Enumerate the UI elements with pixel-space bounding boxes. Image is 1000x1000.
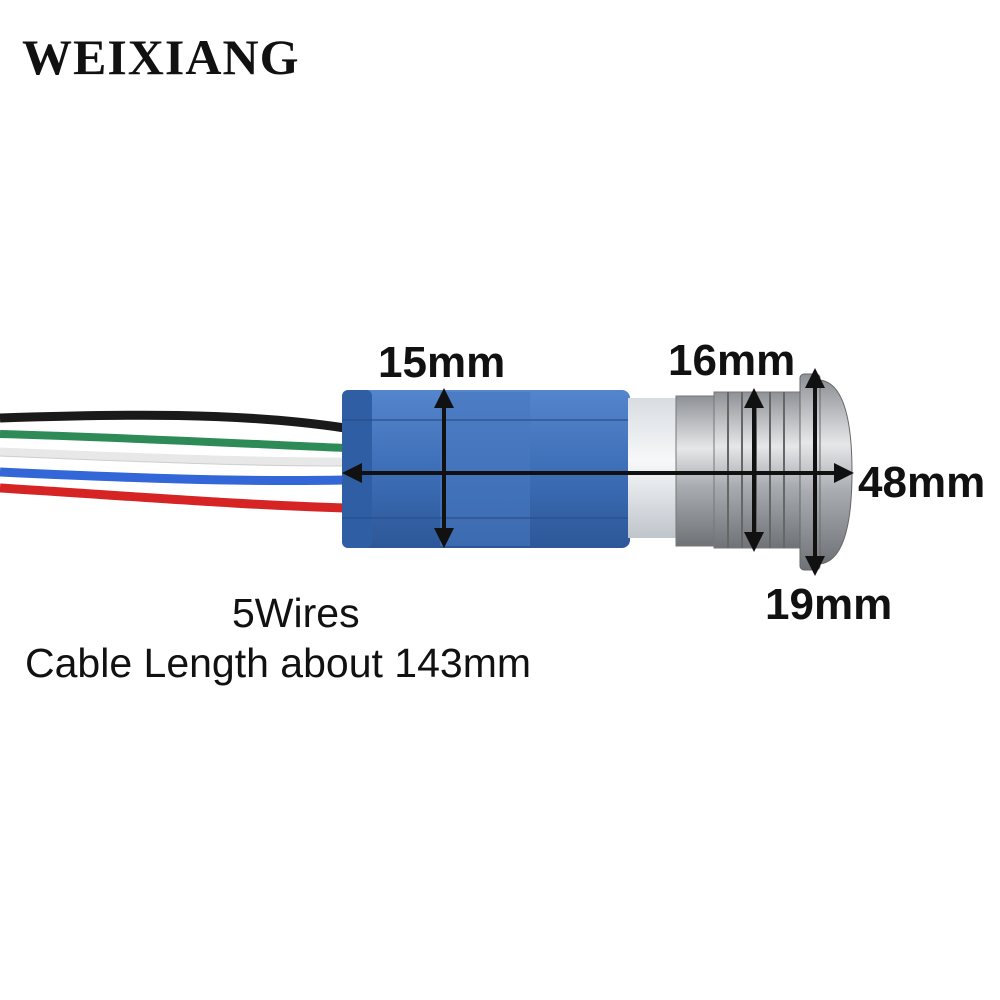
connector-height-label: 15mm bbox=[378, 338, 506, 387]
wire-count-label: 5Wires bbox=[232, 590, 360, 636]
brand-logo: WEIXIANG bbox=[22, 29, 300, 85]
threaded-body bbox=[713, 391, 803, 549]
blue-connector bbox=[342, 390, 630, 548]
wire-green bbox=[0, 430, 346, 452]
cable-length-label: Cable Length about 143mm bbox=[25, 640, 532, 686]
wire-blue bbox=[0, 467, 346, 486]
wires bbox=[0, 410, 346, 513]
total-length-label: 48mm bbox=[858, 458, 986, 507]
wire-black bbox=[0, 410, 346, 433]
wire-white bbox=[0, 447, 346, 467]
wire-white-edge bbox=[0, 455, 346, 467]
head-diameter-label: 19mm bbox=[765, 580, 893, 629]
thread-diameter-label: 16mm bbox=[668, 336, 796, 385]
wire-red bbox=[0, 483, 346, 513]
clear-housing bbox=[628, 398, 678, 538]
